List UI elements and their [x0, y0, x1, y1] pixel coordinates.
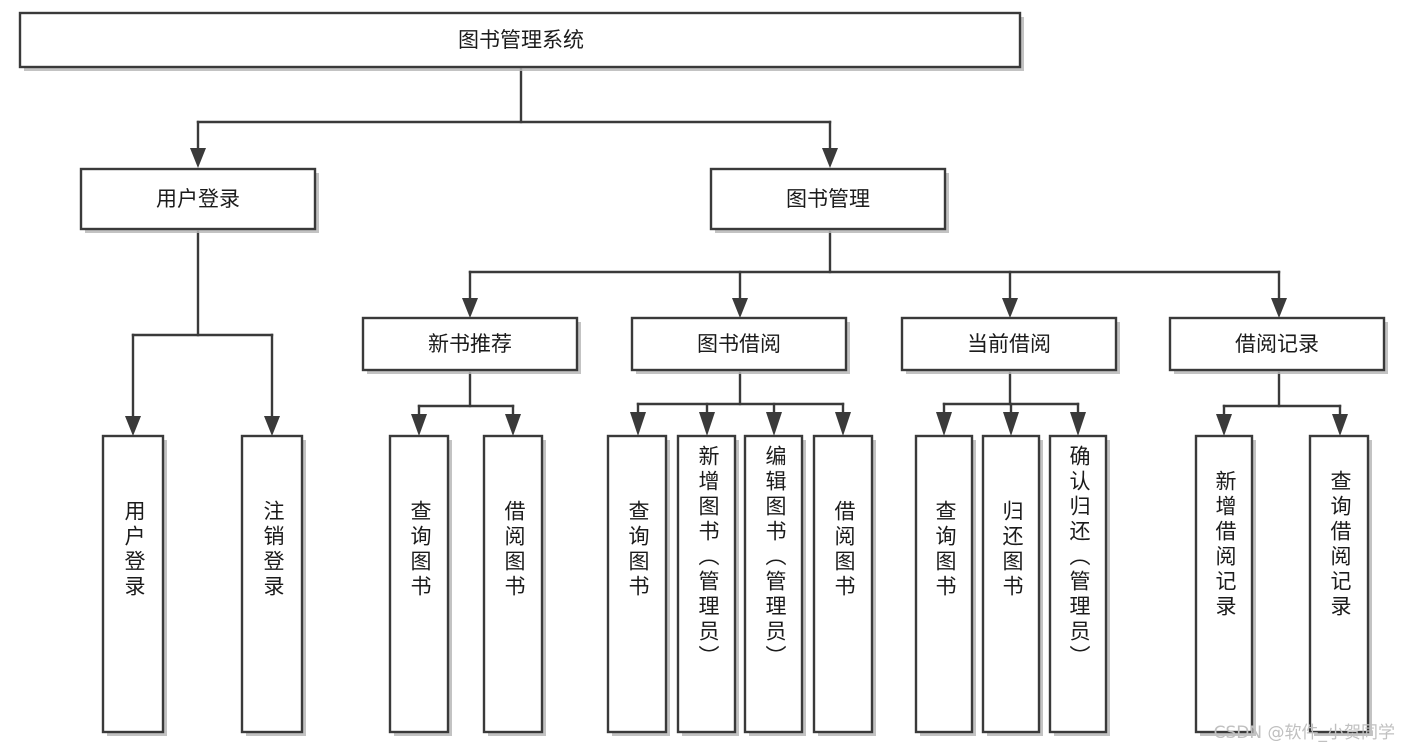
node-borrow-record-label: 借阅记录 [1235, 332, 1319, 356]
node-book-borrow-label: 图书借阅 [697, 332, 781, 356]
node-leaf-add-book-label: 新增图书（管理员） [696, 445, 720, 670]
node-leaf-borrow-book-1-label: 借阅图书 [502, 500, 526, 600]
arrow-userlogin-to-leaf2 [264, 416, 280, 436]
edges-layer [125, 66, 1348, 436]
arrow-bookborrow-to-leaf4 [835, 412, 851, 436]
node-leaf-return-book-label: 归还图书 [1000, 500, 1024, 600]
node-leaf-edit-book[interactable]: 编辑图书（管理员） [743, 434, 806, 736]
arrow-currentborrow-to-leaf3 [1070, 412, 1086, 436]
node-leaf-borrow-book-2-label: 借阅图书 [832, 500, 856, 600]
node-root-label: 图书管理系统 [458, 28, 584, 52]
node-leaf-add-book[interactable]: 新增图书（管理员） [676, 434, 739, 736]
node-leaf-user-login[interactable]: 用户登录 [101, 434, 167, 736]
arrow-bookborrow-to-leaf2 [699, 412, 715, 436]
node-leaf-query-book-1[interactable]: 查询图书 [388, 434, 452, 736]
node-leaf-query-book-2-label: 查询图书 [626, 500, 650, 600]
node-root-box[interactable] [18, 11, 1022, 69]
node-current-borrow-label: 当前借阅 [967, 332, 1051, 356]
node-leaf-add-record-label: 新增借阅记录 [1213, 470, 1237, 620]
node-current-borrow[interactable]: 当前借阅 [900, 316, 1120, 374]
node-leaf-query-record-box[interactable] [1308, 434, 1370, 734]
node-borrow-record-box[interactable] [1168, 316, 1386, 372]
node-leaf-return-book-box[interactable] [981, 434, 1041, 734]
arrow-newbook-to-leaf2 [505, 414, 521, 436]
node-leaf-add-record[interactable]: 新增借阅记录 [1194, 434, 1256, 736]
node-leaf-edit-book-label: 编辑图书（管理员） [763, 445, 787, 670]
node-leaf-return-book[interactable]: 归还图书 [981, 434, 1043, 736]
node-leaf-query-book-2-box[interactable] [606, 434, 668, 734]
node-leaf-borrow-book-2[interactable]: 借阅图书 [812, 434, 876, 736]
node-book-manage-box[interactable] [709, 167, 947, 231]
node-book-borrow[interactable]: 图书借阅 [630, 316, 850, 374]
node-new-book-rec-box[interactable] [361, 316, 579, 372]
arrow-bookmanage-to-borrowrecord [1271, 298, 1287, 318]
node-user-login-box[interactable] [79, 167, 317, 231]
csdn-watermark: CSDN @软件_小贺同学 [1213, 723, 1395, 743]
arrow-root-to-book-manage [822, 148, 838, 168]
node-leaf-query-record[interactable]: 查询借阅记录 [1308, 434, 1372, 736]
node-current-borrow-box[interactable] [900, 316, 1118, 372]
node-leaf-user-login-label: 用户登录 [122, 500, 146, 600]
node-user-login[interactable]: 用户登录 [79, 167, 319, 233]
node-leaf-user-login-box[interactable] [101, 434, 165, 734]
arrow-borrowrecord-to-leaf2 [1332, 414, 1348, 436]
node-leaf-borrow-book-2-box[interactable] [812, 434, 874, 734]
node-leaf-query-book-1-label: 查询图书 [408, 500, 432, 600]
node-borrow-record[interactable]: 借阅记录 [1168, 316, 1388, 374]
node-new-book-rec-label: 新书推荐 [428, 332, 512, 356]
node-leaf-logout[interactable]: 注销登录 [240, 434, 306, 736]
arrow-bookmanage-to-newbook [462, 298, 478, 318]
arrow-root-to-user-login [190, 148, 206, 168]
node-new-book-rec[interactable]: 新书推荐 [361, 316, 581, 374]
arrow-bookborrow-to-leaf1 [630, 412, 646, 436]
node-leaf-logout-label: 注销登录 [261, 500, 285, 600]
node-leaf-query-book-1-box[interactable] [388, 434, 450, 734]
node-leaf-add-book-box[interactable] [676, 434, 737, 734]
node-leaf-query-book-3-box[interactable] [914, 434, 974, 734]
arrow-bookmanage-to-bookborrow [732, 298, 748, 318]
node-leaf-confirm-return[interactable]: 确认归还（管理员） [1048, 434, 1110, 736]
node-leaf-borrow-book-1-box[interactable] [482, 434, 544, 734]
node-leaf-logout-box[interactable] [240, 434, 304, 734]
node-leaf-confirm-return-box[interactable] [1048, 434, 1108, 734]
node-book-manage-label: 图书管理 [786, 187, 870, 211]
arrow-newbook-to-leaf1 [411, 414, 427, 436]
arrow-userlogin-to-leaf1 [125, 416, 141, 436]
arrow-borrowrecord-to-leaf1 [1216, 414, 1232, 436]
node-leaf-borrow-book-1[interactable]: 借阅图书 [482, 434, 546, 736]
arrow-currentborrow-to-leaf2 [1003, 412, 1019, 436]
node-leaf-query-book-3-label: 查询图书 [933, 500, 957, 600]
node-book-borrow-box[interactable] [630, 316, 848, 372]
node-leaf-query-record-label: 查询借阅记录 [1328, 470, 1352, 620]
arrow-currentborrow-to-leaf1 [936, 412, 952, 436]
node-leaf-confirm-return-label: 确认归还（管理员） [1067, 445, 1091, 670]
node-book-manage[interactable]: 图书管理 [709, 167, 949, 233]
arrow-bookmanage-to-currentborrow [1002, 298, 1018, 318]
node-leaf-query-book-2[interactable]: 查询图书 [606, 434, 670, 736]
arrow-bookborrow-to-leaf3 [766, 412, 782, 436]
node-leaf-add-record-box[interactable] [1194, 434, 1254, 734]
node-leaf-query-book-3[interactable]: 查询图书 [914, 434, 976, 736]
node-leaf-edit-book-box[interactable] [743, 434, 804, 734]
node-root[interactable]: 图书管理系统 [18, 11, 1024, 71]
node-user-login-label: 用户登录 [156, 187, 240, 211]
